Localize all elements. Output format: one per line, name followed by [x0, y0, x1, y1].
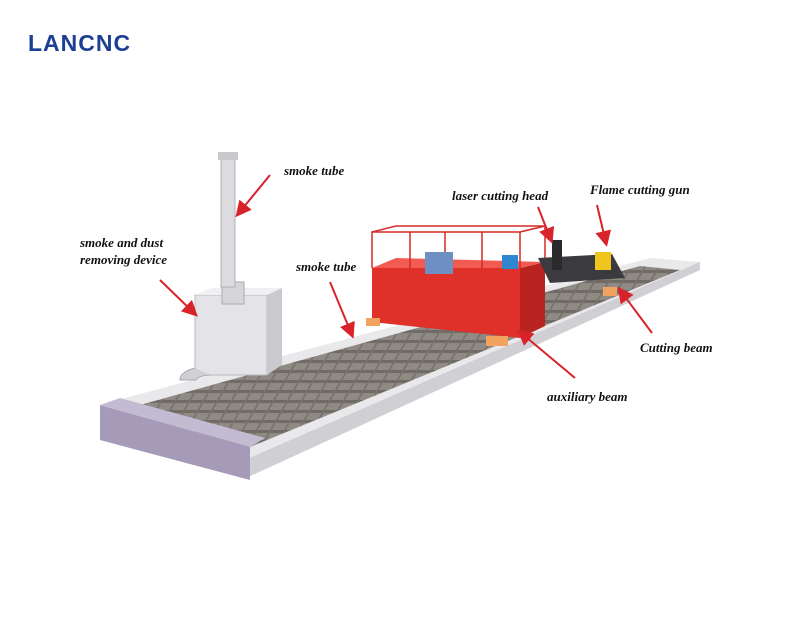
- duct-pipe: [179, 367, 211, 381]
- dust-box-side: [267, 288, 282, 375]
- arrow-flame-gun: [595, 204, 612, 247]
- label-smoke-tube-top: smoke tube: [284, 163, 345, 178]
- label-smoke-dust-line1: smoke and dust: [80, 235, 164, 250]
- enclosure-front: [372, 268, 520, 338]
- enclosure-rails: [371, 225, 546, 268]
- label-laser-head: laser cutting head: [452, 188, 549, 203]
- arrow-smoke-tube-top: [235, 174, 271, 218]
- table-end-cap-top: [100, 398, 265, 447]
- arrow-cutting-beam: [617, 286, 653, 334]
- auxiliary-enclosure: [366, 225, 546, 346]
- laser-head-body: [552, 240, 562, 270]
- control-box: [425, 252, 453, 274]
- monitor: [502, 255, 518, 269]
- callout-arrows: [159, 174, 653, 379]
- brand-logo: LANCNC: [28, 30, 131, 57]
- flame-gun-body: [595, 252, 611, 270]
- label-flame-gun: Flame cutting gun: [590, 182, 690, 197]
- smoke-dust-device: [179, 152, 282, 381]
- arrow-laser-head: [537, 206, 555, 244]
- enclosure-top: [372, 258, 545, 268]
- arrow-auxiliary-beam: [516, 329, 576, 379]
- wheel-right: [486, 336, 508, 346]
- arrow-smoke-dust: [159, 279, 198, 317]
- cutting-beam: [538, 254, 625, 283]
- arrow-smoke-tube-mid: [329, 281, 355, 339]
- dust-box: [194, 294, 268, 376]
- table-side-rail: [240, 262, 700, 478]
- cutting-beam-assembly: [538, 240, 625, 296]
- beam-wheel: [603, 287, 617, 296]
- enclosure-side: [520, 262, 545, 338]
- label-auxiliary-beam: auxiliary beam: [547, 389, 628, 404]
- smoke-tube-cap: [218, 152, 238, 160]
- smoke-tube-pipe: [220, 156, 236, 288]
- table-end-cap: [100, 405, 250, 480]
- wheel-left: [366, 318, 380, 326]
- label-smoke-dust-line2: removing device: [80, 252, 167, 267]
- label-smoke-tube-mid: smoke tube: [296, 259, 357, 274]
- label-cutting-beam: Cutting beam: [640, 340, 713, 355]
- brand-logo-text: LANCNC: [28, 30, 132, 56]
